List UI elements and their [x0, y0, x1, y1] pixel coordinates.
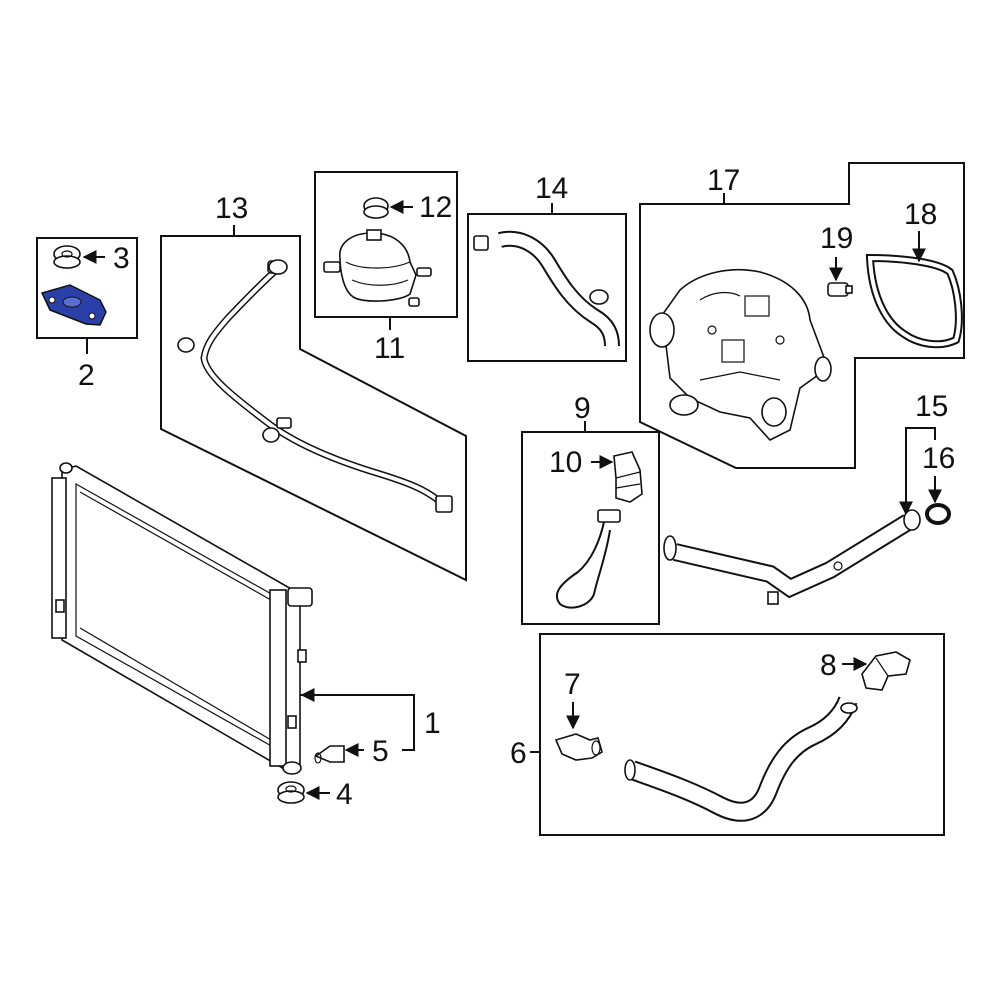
- hose-13-box: [160, 235, 467, 582]
- callout-11: 11: [374, 332, 405, 365]
- part-4-mount-bushing[interactable]: [277, 781, 305, 804]
- thermostat-group: 17 18 19: [639, 162, 965, 469]
- callout-13: 13: [215, 192, 248, 225]
- part-2-bracket[interactable]: [40, 284, 107, 326]
- callout-10: 10: [549, 446, 582, 479]
- callout-5: 5: [372, 735, 389, 768]
- callout-2: 2: [78, 359, 95, 392]
- callout-9: 9: [574, 392, 591, 425]
- part-16-o-ring[interactable]: [925, 503, 951, 525]
- part-10-elbow[interactable]: [613, 451, 643, 503]
- hose-6-group: 6 7 8: [510, 633, 945, 836]
- hose-14-group: 14: [467, 172, 627, 362]
- hose-9-group: 9 10: [521, 392, 660, 625]
- part-11-reservoir[interactable]: [323, 229, 432, 307]
- hose-6-box: [539, 633, 945, 836]
- callout-8: 8: [820, 649, 837, 682]
- hose-14-clip-b[interactable]: [589, 289, 609, 305]
- part-12-cap[interactable]: [363, 197, 389, 219]
- hose-13-clip-c[interactable]: [262, 427, 280, 443]
- callout-18: 18: [904, 198, 937, 231]
- part-7-connector[interactable]: [554, 733, 603, 761]
- hose-13-clip-a[interactable]: [268, 259, 288, 275]
- hose-13-group: 13: [160, 192, 467, 582]
- hose-14-box: [467, 213, 627, 362]
- callout-12: 12: [419, 191, 452, 224]
- callout-4: 4: [336, 778, 353, 811]
- callout-15: 15: [915, 390, 948, 423]
- part-14-hose[interactable]: [498, 230, 620, 347]
- part-3-grommet[interactable]: [53, 245, 81, 269]
- part-5-drain-plug[interactable]: [314, 745, 345, 764]
- part-6-hose[interactable]: [624, 696, 858, 822]
- callout-16: 16: [922, 442, 955, 475]
- reservoir-box: [314, 171, 458, 318]
- thermostat-box: [639, 162, 965, 469]
- bracket-group: 3 2: [36, 237, 138, 392]
- callout-6: 6: [510, 737, 527, 770]
- callout-14: 14: [535, 172, 568, 205]
- part-17-thermostat-housing[interactable]: [649, 269, 832, 441]
- part-1-radiator[interactable]: [51, 462, 313, 775]
- part-9-hose[interactable]: [555, 509, 621, 609]
- part-19-sensor[interactable]: [827, 282, 853, 297]
- callout-1: 1: [424, 707, 441, 740]
- hose-9-box: [521, 431, 660, 625]
- callout-3: 3: [113, 242, 130, 275]
- radiator-group: 1 5 4: [51, 462, 441, 811]
- part-15-pipe[interactable]: [663, 509, 921, 605]
- pipe-15-group: 15 16: [663, 390, 955, 605]
- part-18-gasket[interactable]: [865, 253, 963, 349]
- hose-14-clip-a[interactable]: [473, 235, 489, 251]
- callout-7: 7: [564, 668, 581, 701]
- hose-13-clip-b[interactable]: [177, 337, 195, 353]
- callout-17: 17: [707, 164, 740, 197]
- callout-19: 19: [820, 222, 853, 255]
- reservoir-group: 12 11: [314, 171, 458, 365]
- part-8-elbow[interactable]: [861, 651, 911, 691]
